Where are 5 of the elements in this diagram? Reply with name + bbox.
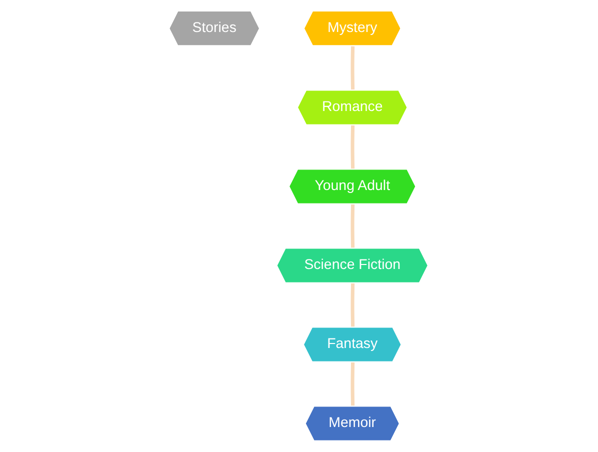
connector [351,125,356,170]
connector [351,283,356,328]
connector [351,362,356,407]
connector [351,46,356,91]
connector [351,204,356,249]
